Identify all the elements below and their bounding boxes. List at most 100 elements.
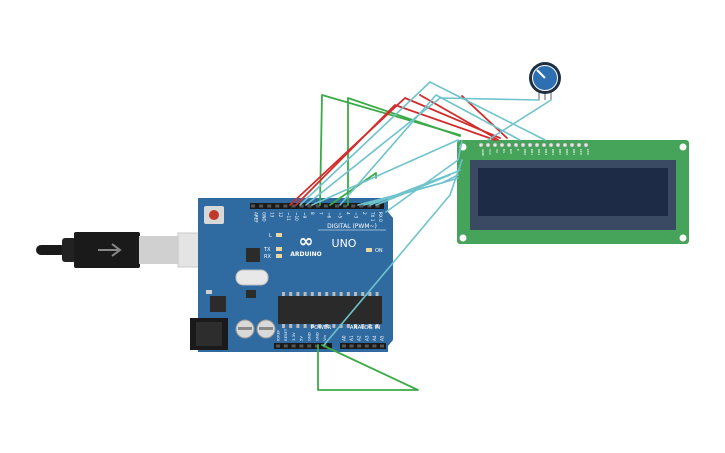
led-rx bbox=[276, 254, 282, 258]
chip-pins bbox=[282, 292, 379, 328]
wire-cyan-9[interactable] bbox=[375, 174, 451, 206]
digital-pin-hole[interactable] bbox=[267, 204, 272, 208]
power-pin-label: Vin bbox=[322, 334, 327, 341]
wire-green-gnd[interactable] bbox=[317, 344, 419, 391]
capacitor-2-mark bbox=[259, 327, 273, 330]
digital-pin-label: ~6 bbox=[326, 212, 331, 219]
lcd-pin[interactable] bbox=[541, 142, 547, 148]
lcd-pin[interactable] bbox=[485, 142, 491, 148]
lcd-pin-label: DB5 bbox=[558, 149, 562, 155]
chip-pin bbox=[289, 324, 293, 328]
lcd-pin[interactable] bbox=[562, 142, 568, 148]
digital-pin-hole[interactable] bbox=[315, 204, 320, 208]
digital-pin-label: 8 bbox=[310, 212, 315, 215]
wire-red-3[interactable] bbox=[419, 94, 499, 141]
lcd-pin[interactable] bbox=[576, 142, 582, 148]
digital-pin-hole[interactable] bbox=[323, 204, 328, 208]
digital-pin-label: ~3 bbox=[354, 212, 359, 219]
reset-button-cap[interactable] bbox=[209, 210, 219, 220]
power-pin-hole[interactable] bbox=[283, 344, 288, 348]
lcd-pin-label: E bbox=[516, 149, 520, 151]
usb-strain-relief bbox=[62, 238, 76, 262]
analog-pin-hole[interactable] bbox=[342, 344, 346, 348]
digital-pin-hole[interactable] bbox=[351, 204, 356, 208]
wire-cyan-10[interactable] bbox=[385, 140, 463, 213]
power-pin-hole[interactable] bbox=[299, 344, 304, 348]
power-pin-hole[interactable] bbox=[291, 344, 296, 348]
led-tx bbox=[276, 247, 282, 251]
digital-pin-hole[interactable] bbox=[259, 204, 264, 208]
power-pin-hole[interactable] bbox=[315, 344, 319, 348]
digital-pin-label: ~10 bbox=[294, 212, 299, 221]
digital-pin-hole[interactable] bbox=[291, 204, 296, 208]
digital-pin-hole[interactable] bbox=[359, 204, 364, 208]
lcd-pin[interactable] bbox=[583, 142, 589, 148]
wire-cyan-4[interactable] bbox=[339, 94, 521, 206]
chip-pin bbox=[318, 292, 321, 296]
lcd-mount-hole-br bbox=[679, 234, 687, 242]
wire-cyan-1[interactable] bbox=[299, 81, 546, 206]
lcd-pin[interactable] bbox=[534, 142, 540, 148]
lcd-pin-label: DB2 bbox=[537, 149, 541, 155]
analog-pin-hole[interactable] bbox=[357, 344, 362, 348]
wire-red-2[interactable] bbox=[295, 104, 496, 206]
digital-pin-label: 13 bbox=[270, 212, 275, 218]
digital-pin-hole[interactable] bbox=[299, 204, 304, 208]
digital-header-label: DIGITAL (PWM~) bbox=[327, 223, 377, 230]
lcd-pin[interactable] bbox=[499, 142, 505, 148]
arduino-logo-icon: ∞ bbox=[299, 231, 314, 252]
lcd-pin[interactable] bbox=[555, 142, 561, 148]
digital-pin-hole[interactable] bbox=[251, 204, 255, 208]
digital-pin-holes bbox=[251, 204, 380, 208]
usb-cable[interactable] bbox=[36, 232, 203, 268]
wire-cyan-11[interactable] bbox=[323, 159, 463, 346]
lcd-pin-label: DB0 bbox=[523, 149, 527, 155]
digital-pin-hole[interactable] bbox=[343, 204, 348, 208]
power-pin-hole[interactable] bbox=[276, 344, 280, 348]
wire-green-2[interactable] bbox=[347, 97, 461, 206]
lcd-pin[interactable] bbox=[492, 142, 498, 148]
digital-pin-hole[interactable] bbox=[375, 204, 380, 208]
capacitor-1-mark bbox=[238, 327, 252, 330]
digital-pin-label: 12 bbox=[278, 212, 283, 218]
lcd-pin[interactable] bbox=[548, 142, 554, 148]
led-l bbox=[276, 233, 282, 237]
lcd-pin[interactable] bbox=[520, 142, 526, 148]
lcd-pin-label: DB1 bbox=[530, 149, 534, 155]
lcd-pin[interactable] bbox=[506, 142, 512, 148]
analog-pin-hole[interactable] bbox=[349, 344, 354, 348]
led-l-label: L bbox=[269, 233, 272, 239]
wire-red-4[interactable] bbox=[461, 95, 508, 139]
chip-pin bbox=[296, 292, 300, 296]
lcd-pin[interactable] bbox=[513, 142, 519, 148]
digital-pin-hole[interactable] bbox=[367, 204, 372, 208]
analog-pin-hole[interactable] bbox=[364, 344, 369, 348]
digital-pin-hole[interactable] bbox=[275, 204, 280, 208]
led-on-label: ON bbox=[375, 248, 383, 254]
digital-pin-hole[interactable] bbox=[335, 204, 339, 208]
wire-red-1[interactable] bbox=[289, 97, 501, 206]
digital-pin-hole[interactable] bbox=[283, 204, 288, 208]
bottom-pin-holes bbox=[276, 344, 384, 348]
chip-pin bbox=[361, 324, 365, 328]
chip-pin bbox=[289, 292, 293, 296]
lcd-pin-label: LED bbox=[579, 149, 583, 156]
analog-pin-hole[interactable] bbox=[372, 344, 377, 348]
wire-green-1[interactable] bbox=[319, 94, 461, 206]
lcd-pin-label: GND bbox=[481, 149, 485, 157]
power-pin-hole[interactable] bbox=[307, 344, 312, 348]
potentiometer[interactable] bbox=[529, 62, 561, 100]
usb-trident-icon bbox=[98, 243, 122, 257]
analog-pin-hole[interactable] bbox=[380, 344, 384, 348]
lcd-pin[interactable] bbox=[569, 142, 575, 148]
wire-cyan-3[interactable] bbox=[311, 139, 460, 206]
power-jack-inner bbox=[196, 322, 222, 346]
wire-cyan-5[interactable] bbox=[487, 99, 552, 141]
lcd-pin[interactable] bbox=[478, 142, 484, 148]
digital-pin-hole[interactable] bbox=[307, 204, 312, 208]
digital-pin-label: ~11 bbox=[286, 212, 291, 221]
lcd-pin[interactable] bbox=[527, 142, 533, 148]
